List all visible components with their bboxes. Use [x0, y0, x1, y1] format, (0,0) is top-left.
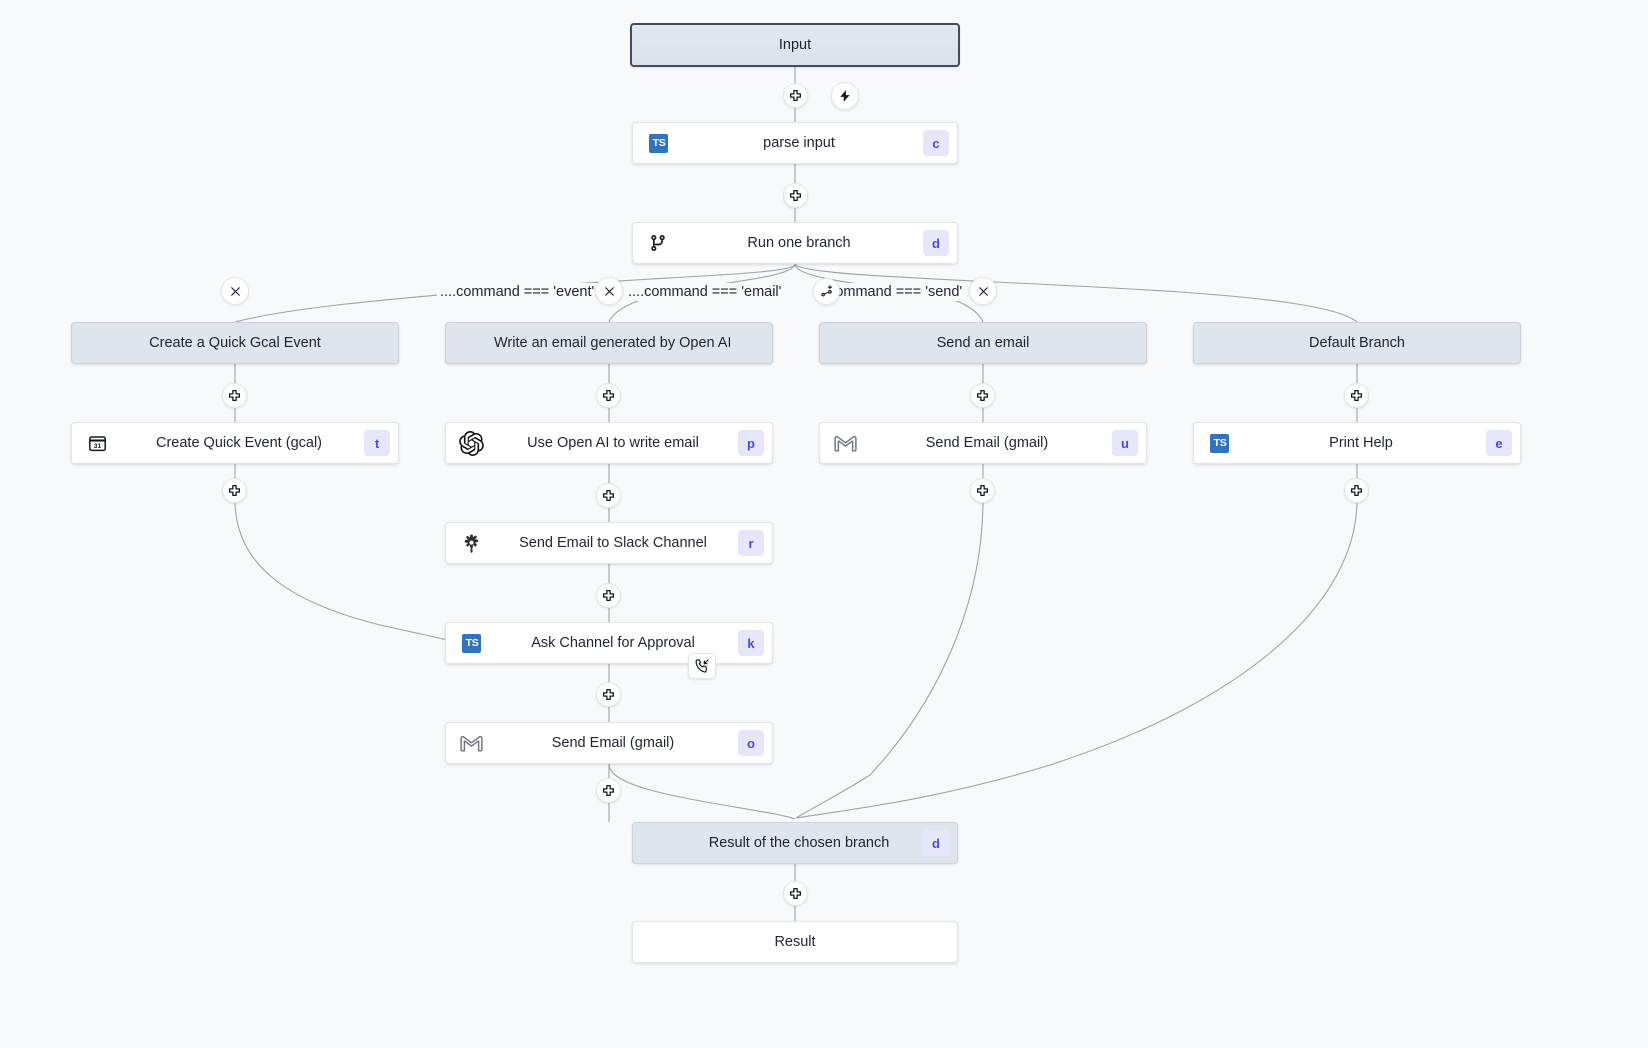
flow-node-branch-send[interactable]: Send an email — [819, 322, 1147, 364]
node-label: Send Email (gmail) — [925, 435, 1049, 451]
node-label: Result — [774, 934, 816, 950]
node-icon-slot — [454, 323, 488, 363]
node-label: parse input — [763, 135, 835, 151]
node-shortcut-badge[interactable]: u — [1112, 430, 1138, 456]
node-icon-slot: TS — [1202, 423, 1236, 463]
plus-icon-add-after-gmail-send[interactable] — [970, 478, 995, 503]
node-shortcut-badge[interactable]: c — [923, 130, 949, 156]
node-icon-slot — [641, 922, 675, 962]
plus-icon-add-after-branch-openai[interactable] — [596, 383, 621, 408]
typescript-icon: TS — [461, 633, 481, 653]
calendar-icon: 31 — [88, 435, 106, 451]
plus-icon-add-after-branch-send[interactable] — [970, 383, 995, 408]
node-icon-slot — [80, 323, 114, 363]
node-icon-slot — [454, 423, 488, 463]
flow-node-branch-default[interactable]: Default Branch — [1193, 322, 1521, 364]
flow-node-result[interactable]: Result — [632, 921, 958, 963]
node-icon-slot — [1202, 323, 1236, 363]
node-icon-slot — [641, 823, 675, 863]
plus-icon-add-after-gcal-event[interactable] — [222, 478, 247, 503]
plus-icon-add-after-parse[interactable] — [783, 183, 808, 208]
flow-node-gcal-event[interactable]: 31 Create Quick Event (gcal) t — [71, 422, 399, 464]
node-label: Use Open AI to write email — [527, 435, 699, 451]
flow-node-openai-write[interactable]: Use Open AI to write email p — [445, 422, 773, 464]
flow-node-print-help[interactable]: TS Print Help e — [1193, 422, 1521, 464]
flow-node-gmail-send-2[interactable]: Send Email (gmail) o — [445, 722, 773, 764]
node-label: Print Help — [1329, 435, 1393, 451]
node-label: Create Quick Event (gcal) — [155, 435, 322, 451]
node-shortcut-badge[interactable]: p — [738, 430, 764, 456]
node-shortcut-badge[interactable]: t — [364, 430, 390, 456]
openai-icon — [458, 430, 484, 456]
typescript-icon: TS — [1209, 433, 1229, 453]
plus-icon-add-after-approval[interactable] — [596, 682, 621, 707]
bolt-icon-trigger-button[interactable] — [831, 82, 859, 110]
node-icon-slot — [640, 25, 674, 65]
flow-node-branch-openai[interactable]: Write an email generated by Open AI — [445, 322, 773, 364]
flow-node-branch-gcal[interactable]: Create a Quick Gcal Event — [71, 322, 399, 364]
add-branch-icon[interactable] — [813, 278, 840, 305]
flow-node-parse-input[interactable]: TS parse input c — [632, 122, 958, 164]
node-shortcut-badge[interactable]: o — [738, 730, 764, 756]
plus-icon-add-after-branch-gcal[interactable] — [222, 383, 247, 408]
node-shortcut-badge[interactable]: r — [738, 530, 764, 556]
close-icon-remove-branch-openai[interactable] — [595, 277, 623, 305]
node-icon-slot — [454, 523, 488, 563]
plus-icon-add-after-branch-result[interactable] — [783, 881, 808, 906]
node-icon-slot: TS — [641, 123, 675, 163]
svg-text:31: 31 — [93, 443, 101, 450]
node-label: Write an email generated by Open AI — [494, 335, 730, 351]
node-label: Default Branch — [1309, 335, 1405, 351]
slack-icon — [464, 533, 478, 553]
node-icon-slot — [454, 723, 488, 763]
node-label: Run one branch — [747, 235, 851, 251]
plus-icon-add-after-branch-default[interactable] — [1344, 383, 1369, 408]
plus-icon-add-after-gmail-2[interactable] — [596, 778, 621, 803]
flow-node-input[interactable]: Input — [630, 23, 960, 67]
branch-condition-label-1: ....command === 'event' — [437, 283, 598, 301]
node-icon-slot: 31 — [80, 423, 114, 463]
flow-node-slack-send[interactable]: Send Email to Slack Channel r — [445, 522, 773, 564]
node-label: Input — [778, 37, 812, 53]
typescript-icon: TS — [648, 133, 668, 153]
node-shortcut-badge[interactable]: e — [1486, 430, 1512, 456]
node-label: Create a Quick Gcal Event — [149, 335, 321, 351]
node-label: Send Email (gmail) — [551, 735, 675, 751]
plus-icon-add-after-input[interactable] — [783, 83, 808, 108]
node-label: Ask Channel for Approval — [531, 635, 695, 651]
node-label: Send an email — [936, 335, 1030, 351]
branch-condition-label-2: ....command === 'email' — [625, 283, 785, 301]
node-label: Result of the chosen branch — [708, 835, 890, 851]
git-branch-icon — [651, 235, 665, 251]
phone-incoming-icon-suspend-approval[interactable] — [688, 653, 716, 679]
node-icon-slot — [828, 423, 862, 463]
node-icon-slot — [828, 323, 862, 363]
node-shortcut-badge[interactable]: k — [738, 630, 764, 656]
gmail-icon — [833, 435, 857, 452]
plus-icon-add-after-openai[interactable] — [596, 483, 621, 508]
node-label: Send Email to Slack Channel — [519, 535, 707, 551]
gmail-icon — [459, 735, 483, 752]
close-icon-remove-branch-gcal[interactable] — [221, 277, 249, 305]
branch-condition-label-3: ...command === 'send' — [813, 283, 966, 301]
plus-icon-add-after-slack[interactable] — [596, 583, 621, 608]
plus-icon-add-after-print-help[interactable] — [1344, 478, 1369, 503]
node-shortcut-badge[interactable]: d — [923, 830, 949, 856]
close-icon-remove-branch-send[interactable] — [969, 277, 997, 305]
flow-node-branch-result[interactable]: Result of the chosen branch d — [632, 822, 958, 864]
flow-node-gmail-send[interactable]: Send Email (gmail) u — [819, 422, 1147, 464]
node-icon-slot: TS — [454, 623, 488, 663]
flow-node-ask-approval[interactable]: TS Ask Channel for Approval k — [445, 622, 773, 664]
node-shortcut-badge[interactable]: d — [923, 230, 949, 256]
flow-node-run-branch[interactable]: Run one branch d — [632, 222, 958, 264]
node-icon-slot — [641, 223, 675, 263]
